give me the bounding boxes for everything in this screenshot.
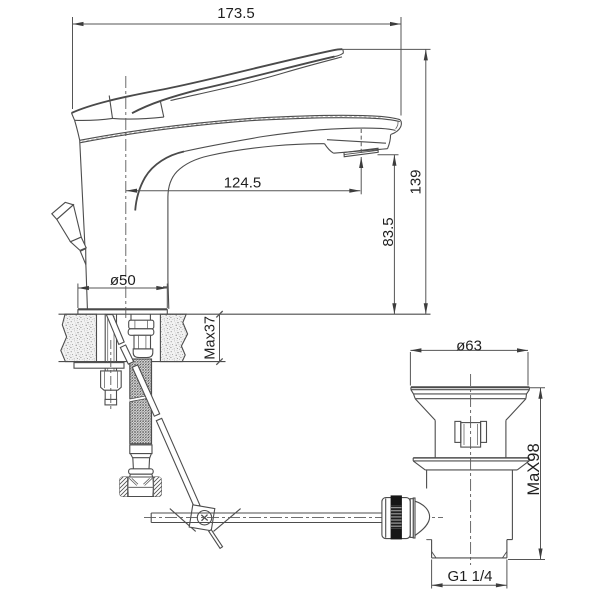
svg-text:124.5: 124.5 (224, 175, 262, 192)
svg-text:139: 139 (408, 169, 425, 194)
svg-text:MaX98: MaX98 (525, 443, 543, 495)
svg-text:Max37: Max37 (203, 316, 219, 360)
svg-text:83.5: 83.5 (380, 217, 397, 246)
svg-text:ø50: ø50 (110, 272, 136, 289)
svg-text:ø63: ø63 (456, 337, 482, 354)
svg-text:G1 1/4: G1 1/4 (447, 568, 492, 585)
svg-text:173.5: 173.5 (217, 5, 255, 22)
